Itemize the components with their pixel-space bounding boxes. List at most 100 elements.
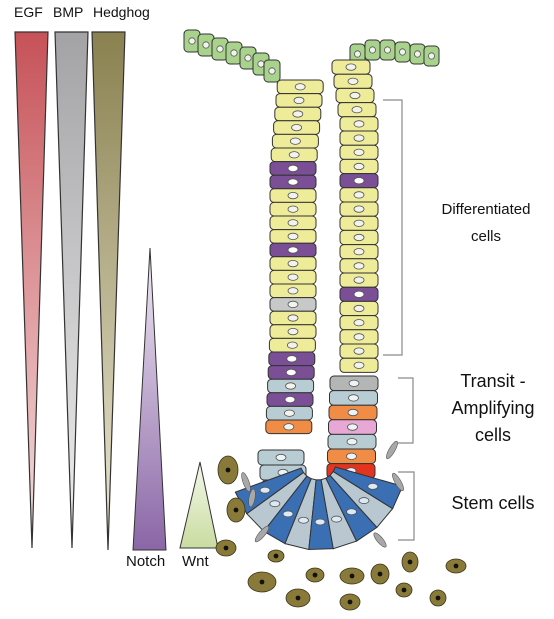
crypt-cell (258, 450, 304, 465)
transit-bracket (398, 378, 413, 443)
stromal-cell (340, 594, 360, 610)
epithelial-cell (340, 344, 378, 358)
stromal-cell (216, 540, 236, 556)
stromal-cell (306, 568, 324, 582)
epithelial-cell (340, 230, 378, 244)
epithelial-cell (338, 103, 376, 117)
stem-cells-label: Stem cells (436, 490, 550, 517)
epithelial-cell (334, 74, 372, 88)
transit-line3: cells (436, 422, 550, 449)
stromal-cell (446, 559, 466, 573)
wnt-gradient-triangle (180, 462, 218, 548)
epithelial-cell (340, 117, 378, 131)
epithelial-cell (266, 420, 312, 434)
epithelial-cell (340, 259, 378, 273)
villus-tip-cell (424, 46, 439, 66)
stromal-cell (248, 572, 276, 592)
transit-amplifying-label: Transit - Amplifying cells (436, 368, 550, 449)
epithelial-cell (340, 245, 378, 259)
epithelial-cell (332, 60, 370, 74)
stromal-cell (218, 456, 238, 484)
villus-tip-cell (264, 60, 280, 82)
epithelial-cell (336, 88, 374, 102)
epithelial-cell (270, 230, 316, 244)
epithelial-cell (340, 358, 378, 372)
stromal-cell (396, 583, 412, 597)
bmp-gradient-triangle (55, 32, 88, 548)
stromal-cell (430, 590, 446, 606)
epithelial-cell (340, 330, 378, 344)
epithelial-cell (340, 216, 378, 230)
epithelial-cell (270, 162, 316, 176)
epithelial-cell (267, 393, 313, 407)
epithelial-cell (275, 107, 321, 121)
epithelial-cell (268, 366, 314, 380)
epithelial-cell (340, 316, 378, 330)
epithelial-cell (340, 202, 378, 216)
villus-tip-cell (380, 40, 395, 60)
epithelial-cell (340, 188, 378, 202)
transit-line2: Amplifying (436, 395, 550, 422)
epithelial-cell (270, 311, 316, 325)
left-epithelium (184, 30, 323, 510)
crypt-cell (330, 376, 378, 391)
egf-label: EGF (14, 4, 43, 20)
transit-line1: Transit - (436, 368, 550, 395)
epithelial-cell (274, 121, 320, 135)
epithelial-cell (340, 273, 378, 287)
differentiated-cells-label: Differentiated cells (424, 196, 548, 250)
epithelial-cell (340, 287, 378, 301)
fibroblast-cell (372, 531, 388, 549)
crypt-cell (329, 405, 377, 420)
stromal-cell (286, 589, 310, 607)
crypt-cell (330, 391, 378, 406)
stromal-cell (402, 552, 418, 572)
epithelial-cell (340, 159, 378, 173)
epithelial-cell (270, 284, 316, 298)
hedgehog-label: Hedghog (93, 4, 150, 20)
stromal-cell (371, 564, 389, 584)
bmp-label: BMP (53, 4, 83, 20)
epithelial-cell (271, 148, 317, 162)
epithelial-cell (340, 301, 378, 315)
epithelial-cell (270, 216, 316, 230)
epithelial-cell (340, 174, 378, 188)
epithelial-cell (270, 257, 316, 271)
villus-tip-cell (410, 44, 425, 64)
egf-gradient-triangle (15, 32, 48, 548)
epithelial-cell (266, 406, 312, 420)
epithelial-cell (269, 338, 315, 352)
epithelial-cell (270, 298, 316, 312)
hedgehog-gradient-triangle (92, 32, 125, 550)
villus-tip-cell (395, 42, 410, 62)
crypt-cell (328, 449, 376, 464)
epithelial-cell (340, 145, 378, 159)
epithelial-cell (270, 243, 316, 257)
epithelial-cell (268, 379, 314, 393)
epithelial-cell (269, 352, 315, 366)
stromal-cell (227, 498, 245, 522)
epithelial-cell (270, 175, 316, 189)
epithelial-cell (272, 134, 318, 148)
differentiated-bracket (383, 100, 402, 355)
epithelial-cell (270, 202, 316, 216)
crypt-cell (329, 420, 377, 435)
epithelial-cell (277, 80, 323, 94)
notch-gradient-triangle (133, 248, 166, 550)
stromal-cell (268, 550, 284, 562)
epithelial-cell (270, 325, 316, 339)
notch-label: Notch (126, 553, 165, 570)
stromal-cell (340, 568, 364, 584)
wnt-label: Wnt (182, 553, 209, 570)
epithelial-cell (276, 94, 322, 108)
epithelial-cell (270, 189, 316, 203)
fibroblast-cell (384, 440, 399, 460)
differentiated-line1: Differentiated (424, 196, 548, 223)
villus-tip-cell (365, 40, 380, 60)
epithelial-cell (340, 131, 378, 145)
epithelial-cell (270, 270, 316, 284)
differentiated-line2: cells (424, 223, 548, 250)
right-epithelium (326, 40, 439, 507)
crypt-cell (328, 434, 376, 449)
